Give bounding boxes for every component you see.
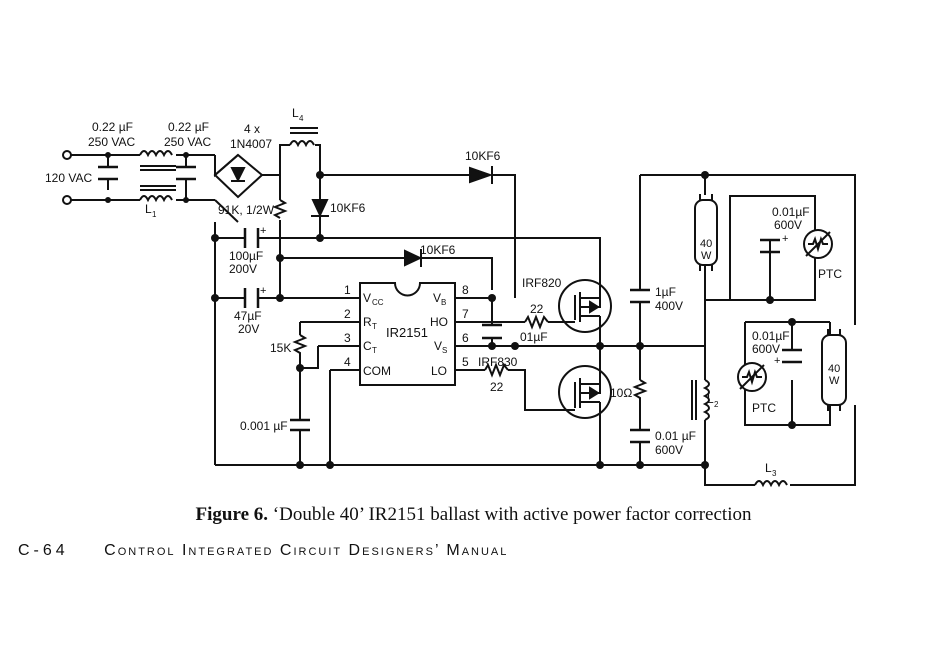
label-pin-rt-sub: T [372, 322, 377, 331]
mosfet-high-body [558, 279, 612, 333]
label-cap-vcc-value: 100µF [229, 249, 263, 263]
label-r-startup: 91K, 1/2W [218, 203, 275, 217]
label-l2-sub: 2 [714, 400, 719, 409]
label-pin-ho: HO [430, 315, 448, 329]
label-l1: L [145, 202, 152, 216]
label-pin-ct-sub: T [372, 346, 377, 355]
label-cap-in2-voltage: 250 VAC [164, 135, 211, 149]
label-pin4: 4 [344, 355, 351, 369]
lamp-1 [694, 199, 718, 266]
label-lamp1-power: 40 [700, 238, 712, 250]
label-lamp1-unit: W [701, 250, 712, 262]
label-cap-snub-voltage: 600V [655, 443, 683, 457]
label-pin7: 7 [462, 307, 469, 321]
resistors [272, 199, 648, 405]
label-ptc2: PTC [752, 401, 776, 415]
lamp-2 [821, 334, 847, 406]
label-pin-lo: LO [431, 364, 447, 378]
input-terminals [62, 150, 72, 205]
label-pin-vs-sub: S [442, 346, 447, 355]
circuit-schematic: 0.22 µF 250 VAC 0.22 µF 250 VAC 4 x 1N40… [45, 106, 856, 488]
capacitors [98, 165, 802, 444]
label-cap-1u-voltage: 400V [655, 299, 683, 313]
label-cap-lamp1-value: 0.01µF [772, 205, 810, 219]
label-bridge-part: 1N4007 [230, 137, 272, 151]
label-cap-vcc-voltage: 200V [229, 262, 257, 276]
label-cap-lamp2-plus: + [774, 355, 780, 367]
label-diode-boot: 10KF6 [420, 243, 456, 257]
inductors [139, 127, 788, 488]
caption-text: ‘Double 40’ IR2151 ballast with active p… [272, 504, 752, 525]
label-r-timing: 15K [270, 341, 291, 355]
manual-title: Control Integrated Circuit Designers’ Ma… [104, 542, 509, 559]
label-diode-side: 10KF6 [330, 201, 366, 215]
label-cap-snub-value: 0.01 µF [655, 429, 696, 443]
label-pin-vcc-sub: CC [372, 298, 384, 307]
label-pin1: 1 [344, 283, 351, 297]
page-footer: C-64 Control Integrated Circuit Designer… [18, 542, 508, 560]
label-pin-ct: C [363, 339, 372, 353]
mosfets [558, 279, 612, 419]
label-l3-sub: 3 [772, 469, 777, 478]
label-ptc1: PTC [818, 267, 842, 281]
label-l4: L [292, 106, 299, 120]
label-pin-vcc: V [363, 291, 371, 305]
label-ic-name: IR2151 [386, 325, 428, 340]
label-cap-lamp2-value: 0.01µF [752, 329, 790, 343]
label-cap-lamp1-voltage: 600V [774, 218, 802, 232]
junction-dots [105, 152, 796, 469]
caption-figure-number: Figure 6. [195, 504, 269, 525]
label-bridge-count: 4 x [244, 122, 260, 136]
label-pin5: 5 [462, 355, 469, 369]
ptcs [737, 229, 833, 392]
figure-caption: Figure 6. ‘Double 40’ IR2151 ballast wit… [0, 504, 947, 526]
label-r-gate-high: 22 [530, 302, 544, 316]
label-mosfet-low: IRF830 [478, 355, 518, 369]
diodes [213, 153, 494, 267]
page-number: C-64 [18, 542, 69, 559]
label-pin-vs: V [434, 339, 442, 353]
label-cap-in1-value: 0.22 µF [92, 120, 133, 134]
label-lamp2-power: 40 [828, 363, 840, 375]
label-l3: L [765, 461, 772, 475]
label-cap-1u-value: 1µF [655, 285, 676, 299]
lamps [694, 194, 847, 411]
label-cap-boot: 01µF [520, 330, 548, 344]
label-r-gate-low: 22 [490, 380, 504, 394]
label-cap-47-plus: + [260, 285, 266, 297]
label-l4-sub: 4 [299, 114, 304, 123]
label-r-snubber: 10Ω [610, 386, 632, 400]
label-mosfet-high: IRF820 [522, 276, 562, 290]
label-cap-timing: 0.001 µF [240, 419, 288, 433]
ic-ir2151 [359, 282, 456, 386]
label-pin-vb: V [433, 291, 441, 305]
label-cap-47-value: 47µF [234, 309, 262, 323]
mosfet-low-body [558, 365, 612, 419]
label-cap-in2-value: 0.22 µF [168, 120, 209, 134]
label-pin2: 2 [344, 307, 351, 321]
label-pin-vb-sub: B [441, 298, 446, 307]
label-diode-top: 10KF6 [465, 149, 501, 163]
label-pin-com: COM [363, 364, 391, 378]
label-cap-in1-voltage: 250 VAC [88, 135, 135, 149]
label-pin3: 3 [344, 331, 351, 345]
label-pin-rt: R [363, 315, 372, 329]
label-input-voltage: 120 VAC [45, 171, 92, 185]
label-pin6: 6 [462, 331, 469, 345]
label-lamp2-unit: W [829, 375, 840, 387]
label-cap-vcc-plus: + [260, 225, 266, 237]
label-cap-lamp2-voltage: 600V [752, 342, 780, 356]
label-cap-47-voltage: 20V [238, 322, 259, 336]
label-l2: L [707, 392, 714, 406]
component-labels: 0.22 µF 250 VAC 0.22 µF 250 VAC 4 x 1N40… [45, 106, 842, 478]
label-pin8: 8 [462, 283, 469, 297]
label-l1-sub: 1 [152, 210, 157, 219]
label-cap-lamp1-plus: + [782, 233, 788, 245]
